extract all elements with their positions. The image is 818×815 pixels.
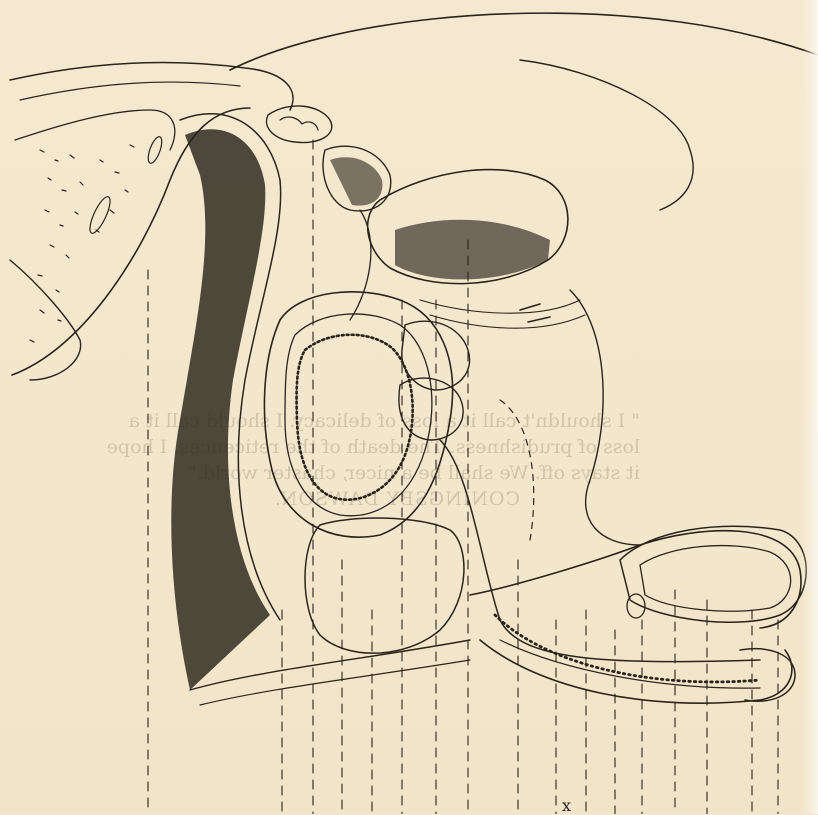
corpus-spongiosum <box>495 615 760 682</box>
perineal-dashes <box>500 400 534 540</box>
sacrum-posterior-face <box>15 110 175 150</box>
pelvic-floor-line-2 <box>200 660 470 705</box>
page-edge-highlight <box>802 0 818 814</box>
bladder-mucosa <box>297 335 413 500</box>
prostate-lower <box>305 518 464 653</box>
sacrum-outline-outer <box>10 63 293 110</box>
bladder-outer <box>264 292 452 537</box>
coccyx-outline <box>10 260 81 380</box>
glans <box>740 649 795 702</box>
urethra-path <box>440 440 760 662</box>
fascia-line-1 <box>420 300 580 313</box>
urethra-upper <box>350 210 371 320</box>
fascia-line-2 <box>430 315 585 328</box>
rectum-dark-fill <box>171 129 270 690</box>
bladder-inner <box>285 314 432 516</box>
perineal-body <box>570 290 640 545</box>
urethral-section-top <box>267 106 332 143</box>
pubic-ramus-shading <box>330 157 382 205</box>
abdominal-outline <box>230 13 818 70</box>
scrotum <box>620 526 806 622</box>
abdominal-fold <box>520 60 693 210</box>
bottom-x-mark: x <box>562 796 571 815</box>
testis <box>640 546 791 612</box>
sacrum-outline-inner <box>20 82 240 100</box>
